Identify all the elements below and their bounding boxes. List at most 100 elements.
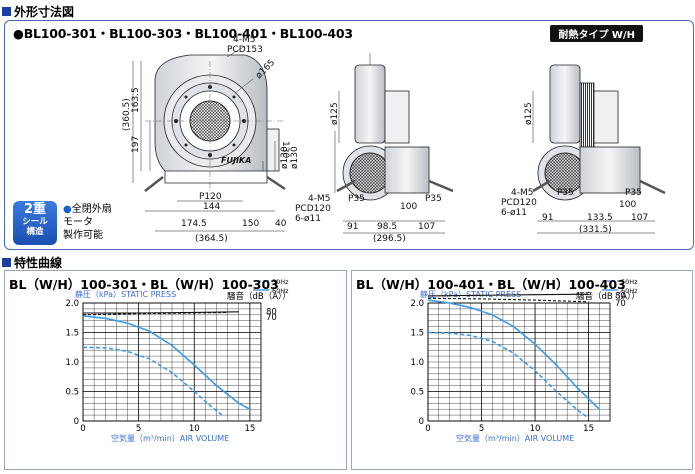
legend-60hz-label: 60Hz (621, 287, 638, 295)
dim-197: 197 (131, 136, 141, 153)
dimension-drawing-panel: ●BL100-301・BL100-303・BL100-401・BL100-403… (4, 20, 694, 250)
motor-note: ●全閉外扇 モータ 製作可能 (63, 203, 112, 242)
note-line1: 全閉外扇 (71, 204, 112, 215)
y-tick-label: 0 (419, 417, 424, 427)
front-view (132, 45, 286, 232)
heat-resistant-badge: 耐熱タイプ W/H (550, 25, 643, 42)
noise-axis-label: 騒音（dB（A）） (576, 291, 640, 302)
dim-4-m5-side2: 4-M5 (511, 188, 533, 198)
legend-50hz-label: 50Hz (272, 278, 289, 286)
legend-60hz-label: 60Hz (272, 287, 289, 295)
y-axis-label: 静圧（kPa）STATIC PRESS (75, 289, 176, 299)
grid (427, 302, 611, 422)
dim-p120: P120 (199, 192, 222, 202)
dim-296-5: (296.5) (373, 234, 406, 244)
badge-line1: 2重 (23, 202, 47, 217)
section-square-icon (2, 258, 11, 267)
dim-p35-d: P35 (625, 188, 642, 198)
dim-331-5: (331.5) (579, 225, 612, 235)
chart-panel-301-303: BL（W/H）100-301・BL（W/H）100-303 静圧（kPa）STA… (4, 270, 347, 470)
series-line-noise-60hz (83, 311, 239, 314)
dim-163-5: 163.5 (131, 87, 141, 113)
dim-4-m5-side1: 4-M5 (308, 194, 330, 204)
dim-d125-a: ø125 (330, 102, 340, 125)
performance-chart-301-303: 静圧（kPa）STATIC PRESS 騒音（dB（A）） 空気量（m³/min）A… (65, 278, 291, 443)
series-line-pressure-50hz (82, 346, 223, 416)
x-tick-label: 0 (80, 424, 85, 434)
dim-100-side2: 100 (619, 200, 636, 210)
brand-label: FUJIKA (221, 156, 251, 165)
chart-title: BL（W/H）100-301・BL（W/H）100-303 (9, 277, 279, 292)
double-seal-badge: 2重 シール 構造 (13, 201, 57, 245)
noise-tick-label: 70 (615, 299, 626, 309)
dim-p35-b: P35 (425, 194, 442, 204)
chart-panel-401-403: BL（W/H）100-401・BL（W/H）100-403 静圧（kPa）STA… (351, 270, 693, 470)
section-header-characteristics: 特性曲線 (2, 254, 62, 271)
y-tick-label: 0.5 (65, 388, 79, 398)
dim-144: 144 (203, 202, 220, 212)
series-line-noise-50hz (427, 297, 589, 303)
noise-axis-label: 騒音（dB（A）） (227, 291, 291, 302)
dim-p35-c: P35 (557, 188, 574, 198)
dim-133-5: 133.5 (587, 213, 613, 223)
x-tick-label: 0 (425, 424, 430, 434)
dim-130: 130 (280, 141, 290, 158)
series-line-noise-60hz (427, 293, 589, 297)
dim-p35-a: P35 (348, 194, 365, 204)
dim-d125-b: ø125 (524, 102, 534, 125)
dim-174-5: 174.5 (181, 219, 207, 229)
side-view-standard (334, 53, 454, 234)
section-square-icon (2, 7, 11, 16)
section-title: 外形寸法図 (14, 5, 75, 19)
dim-d130-b: ø130 (290, 146, 300, 169)
dim-100-side1: 100 (400, 202, 417, 212)
series-line-pressure-50hz (427, 331, 590, 419)
dim-pcd120-side2: PCD120 (501, 198, 537, 208)
dim-d130-a: ø130 (280, 146, 290, 169)
series-line-pressure-60hz (82, 315, 251, 410)
y-tick-label: 0.5 (410, 388, 424, 398)
x-tick-label: 10 (530, 424, 541, 434)
dimension-drawing: 4-M5 PCD153 ø165 (360.5) 163.5 197 130 ø… (122, 35, 666, 244)
series-line-noise-50hz (82, 311, 228, 316)
dim-pcd153: PCD153 (227, 45, 263, 55)
y-tick-label: 1.0 (410, 358, 424, 368)
noise-tick-label: 70 (266, 313, 277, 323)
dim-pcd120-side1: PCD120 (295, 204, 331, 214)
dim-4-m5-top: 4-M5 (233, 35, 255, 45)
dim-150: 150 (242, 219, 259, 229)
y-tick-label: 1.0 (65, 358, 79, 368)
double-seal-badge-group: 2重 シール 構造 ●全閉外扇 モータ 製作可能 (13, 201, 161, 245)
chart-title: BL（W/H）100-401・BL（W/H）100-403 (356, 277, 626, 292)
series-line-pressure-60hz (427, 299, 600, 410)
noise-tick-label: 80 (615, 291, 626, 301)
x-tick-label: 10 (189, 424, 200, 434)
dim-98-5: 98.5 (377, 222, 397, 232)
y-tick-label: 2.0 (65, 299, 79, 309)
section-header-dimensions: 外形寸法図 (2, 3, 74, 20)
dim-40: 40 (275, 219, 287, 229)
x-tick-label: 5 (136, 424, 141, 434)
y-tick-label: 0 (74, 417, 79, 427)
dim-360-5: (360.5) (122, 98, 132, 131)
y-axis-label: 静圧（kPa）STATIC PRESS (420, 289, 521, 299)
x-axis-label: 空気量（m³/min）AIR VOLUME (456, 433, 574, 443)
badge-line2: シール (22, 217, 48, 227)
dim-91-side2: 91 (542, 213, 553, 223)
dim-364-5: (364.5) (195, 234, 228, 244)
dim-91-side1: 91 (347, 222, 358, 232)
legend-50hz-label: 50Hz (621, 278, 638, 286)
dim-107-side1: 107 (418, 222, 435, 232)
section-title: 特性曲線 (14, 256, 63, 270)
dim-6-d11-side1: 6-ø11 (295, 214, 321, 224)
x-axis-label: 空気量（m³/min）AIR VOLUME (111, 433, 229, 443)
y-tick-label: 1.5 (410, 329, 424, 339)
performance-chart-401-403: 静圧（kPa）STATIC PRESS 騒音（dB（A）） 空気量（m³/min）A… (410, 278, 640, 443)
dim-107-side2: 107 (631, 213, 648, 223)
side-view-heat-resistant (532, 64, 666, 234)
noise-tick-label: 80 (266, 307, 277, 317)
x-tick-label: 15 (583, 424, 594, 434)
y-tick-label: 2.0 (410, 299, 424, 309)
grid (82, 302, 262, 422)
y-tick-label: 1.5 (65, 329, 79, 339)
